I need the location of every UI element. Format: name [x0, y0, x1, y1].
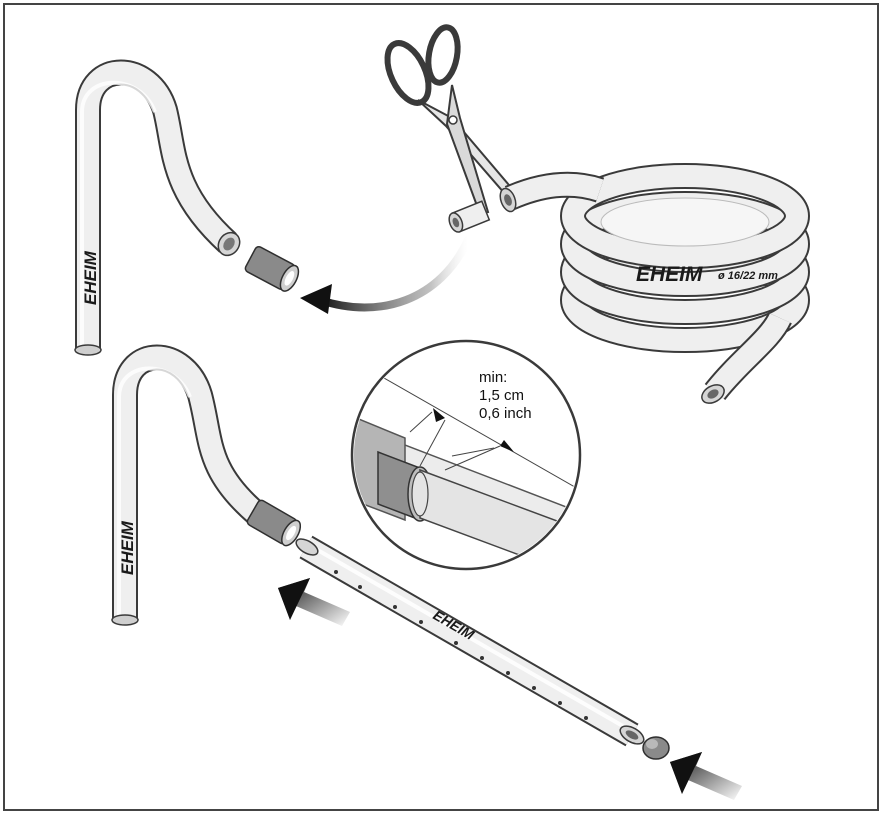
transfer-arrow — [300, 236, 472, 314]
lower-pipe-brand-label: EHEIM — [118, 520, 137, 575]
upper-pipe-brand-label: EHEIM — [81, 250, 100, 305]
hose-brand-label: EHEIM — [636, 263, 703, 286]
coiled-hose: EHEIM ø 16/22 mm — [499, 163, 810, 404]
upper-hose-connector — [244, 245, 300, 292]
upper-intake-pipe: EHEIM — [74, 59, 241, 356]
lower-intake-pipe: EHEIM — [111, 344, 267, 626]
spray-bar-pipe: EHEIM — [295, 535, 645, 747]
frame-border — [3, 3, 879, 811]
cut-hose-piece — [448, 200, 491, 233]
hose-size-label: ø 16/22 mm — [718, 270, 778, 282]
min-label: min: — [479, 369, 507, 386]
end-cap — [642, 736, 670, 760]
detail-magnifier: min: 1,5 cm 0,6 inch — [350, 339, 582, 571]
push-arrow-end-cap — [670, 752, 742, 800]
scissors-icon — [384, 24, 522, 216]
lower-hose-connector — [246, 499, 302, 547]
push-arrow-spray-bar — [278, 578, 350, 626]
min-cm-value: 1,5 cm — [479, 387, 524, 404]
min-inch-value: 0,6 inch — [479, 405, 532, 422]
